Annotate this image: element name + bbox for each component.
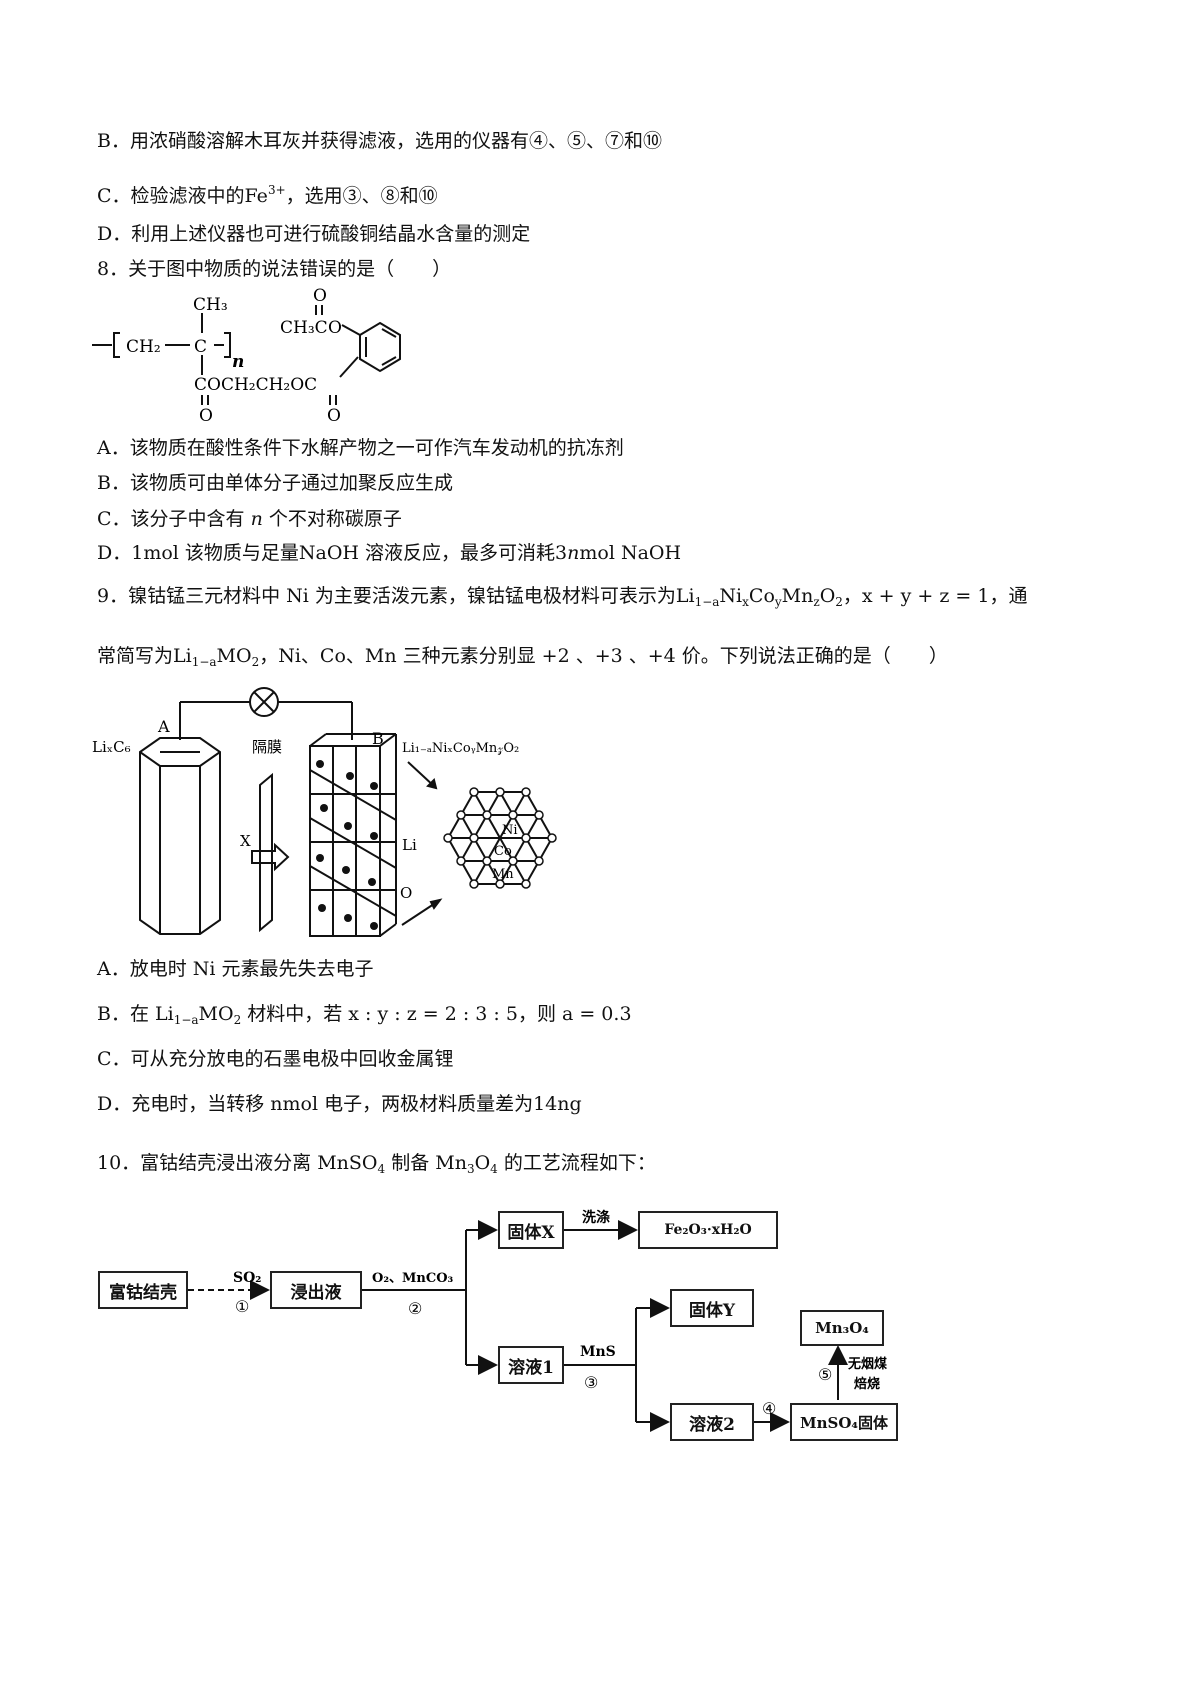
q10-step3: ③ [584,1373,598,1392]
q10-step4: ④ [762,1399,776,1418]
q8-o-top: O [313,286,327,306]
q10-box-sol1: 溶液1 [498,1346,564,1384]
q10-step1: ① [235,1297,249,1316]
q7-option-d: D．利用上述仪器也可进行硫酸铜结晶水含量的测定 [97,223,531,245]
q7-option-c: C．检验滤液中的Fe3+，选用③、⑧和⑩ [97,183,438,207]
q8-o-bottom-right: O [327,406,341,425]
q9-li-label: Li [402,836,417,854]
q8-option-a: A．该物质在酸性条件下水解产物之一可作汽车发动机的抗冻剂 [97,437,624,459]
q8-ch2: CH₂ [126,337,161,357]
q8-n: n [232,352,244,372]
q9-a-label: A [157,717,170,736]
q10-box-fe2o3: Fe₂O₃·xH₂O [638,1211,778,1249]
q9-option-b: B．在 Li1−aMO2 材料中，若 x : y : z = 2 : 3 : 5… [97,1003,632,1027]
q10-box-mn3o4: Mn₃O₄ [800,1310,884,1346]
q9-b-label: B [372,729,384,748]
q10-box-leach: 浸出液 [270,1271,362,1309]
q8-acetoxy: CH₃C [280,318,328,338]
q10-box-solid-y: 固体Y [670,1289,754,1327]
q9-co-label: Co [494,844,512,859]
q8-option-c: C．该分子中含有 n 个不对称碳原子 [97,508,402,530]
q8-structure-figure: CH₂ CH₃ C n COCH₂CH₂OC O O CH₃C O O [92,286,401,425]
q9-option-a: A．放电时 Ni 元素最先失去电子 [97,958,374,980]
q9-o-label: O [400,884,412,902]
q10-roast: 焙烧 [853,1376,880,1392]
q8-stem: 8．关于图中物质的说法错误的是（ ） [97,258,452,280]
q8-ester-chain: COCH₂CH₂OC [194,375,317,395]
q8-c: C [194,337,207,357]
q10-box-start: 富钴结壳 [98,1271,188,1309]
q10-wash: 洗涤 [582,1209,610,1226]
q9-mn-label: Mn [492,867,514,882]
q10-so2: SO₂ [233,1270,261,1286]
q9-option-c: C．可从充分放电的石墨电极中回收金属锂 [97,1048,454,1070]
q8-o-ether: O [328,318,342,338]
q8-option-d: D．1mol 该物质与足量NaOH 溶液反应，最多可消耗3nmol NaOH [97,542,682,564]
q10-box-mnso4: MnSO₄固体 [790,1403,898,1441]
q10-stem: 10．富钴结壳浸出液分离 MnSO4 制备 Mn3O4 的工艺流程如下： [97,1152,656,1176]
q10-coal: 无烟煤 [847,1356,887,1372]
q10-box-sol2: 溶液2 [670,1403,754,1441]
q9-option-d: D．充电时，当转移 nmol 电子，两极材料质量差为14ng [97,1093,582,1115]
q9-lixc6-label: LiₓC₆ [92,738,131,756]
q10-step2: ② [408,1299,422,1318]
q9-x-label: X [240,832,251,850]
q9-membrane-label: 隔膜 [252,738,282,756]
q9-formula-label: Li₁₋ₐNiₓCoᵧMn𝓏O₂ [402,741,519,756]
q9-battery-figure: LiₓC₆ A B 隔膜 X Li O Li₁₋ₐNiₓCoᵧMn𝓏O₂ Ni … [92,687,557,937]
q9-stem-line2: 常简写为Li1−aMO2，Ni、Co、Mn 三种元素分别显 +2 、+3 、+4… [97,645,948,669]
q8-o-bottom-left: O [199,406,213,425]
q10-o2-mnco3: O₂、MnCO₃ [372,1271,454,1286]
q10-step5: ⑤ [818,1365,832,1384]
q10-box-solid-x: 固体X [498,1211,564,1249]
q8-option-b: B．该物质可由单体分子通过加聚反应生成 [97,472,453,494]
q9-stem-line1: 9．镍钴锰三元材料中 Ni 为主要活泼元素，镍钴锰电极材料可表示为Li1−aNi… [97,585,1028,609]
q10-flow-arrows: SO₂ ① O₂、MnCO₃ ② 洗涤 MnS ③ ④ ⑤ 无烟煤 焙烧 [188,1209,887,1432]
q8-ch3: CH₃ [193,295,228,315]
q7-option-b: B．用浓硝酸溶解木耳灰并获得滤液，选用的仪器有④、⑤、⑦和⑩ [97,130,662,152]
q10-mns: MnS [580,1344,616,1360]
q9-ni-label: Ni [502,823,518,838]
